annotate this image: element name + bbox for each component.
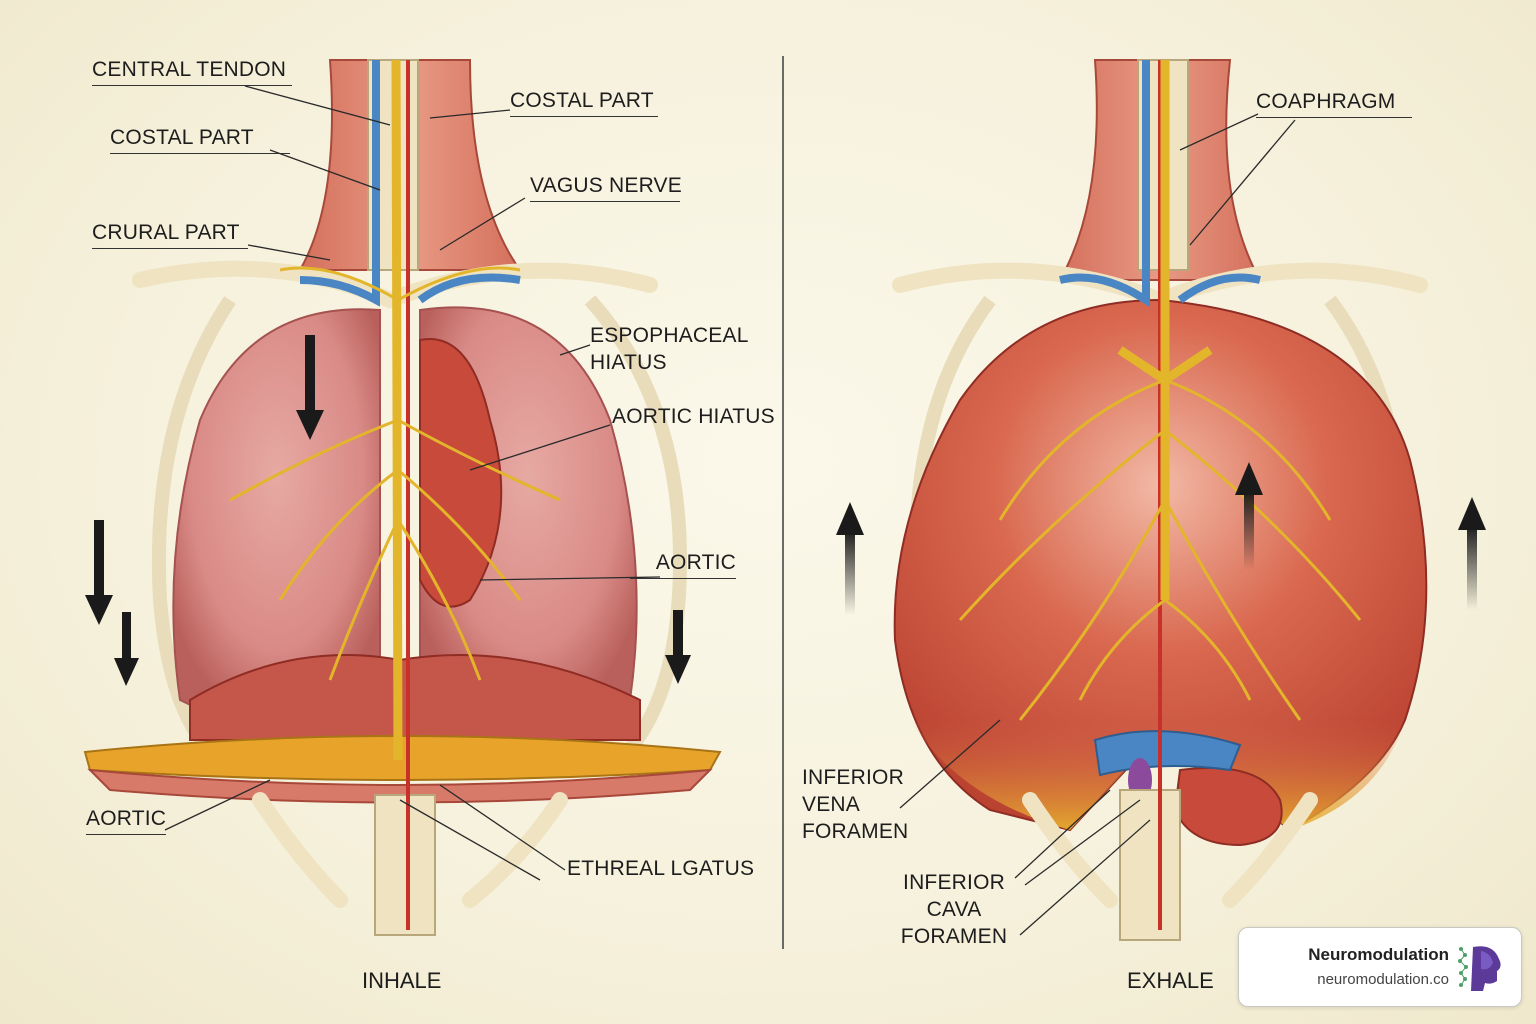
lower-ribs-inhale [252,792,568,908]
brand-url: neuromodulation.co [1317,971,1449,988]
panel-divider [782,56,784,949]
label-costal-part-top: COSTAL PART [510,89,658,117]
clavicle-inhale [132,260,658,309]
leader-lines-inhale [164,85,661,881]
vena-cava-vessel-right [417,273,521,304]
vagus-nerve-trunk [391,59,403,761]
lumbar-spine-exhale [1119,789,1181,941]
arrow-down-icon [296,335,324,440]
label-vagus-nerve: VAGUS NERVE [530,174,682,202]
label-costal-part-left: COSTAL PART [110,126,290,154]
brand-badge[interactable]: Neuromodulation neuromodulation.co [1238,927,1522,1007]
stomach [1173,767,1283,847]
caption-inhale: INHALE [362,968,442,993]
heart [419,338,503,608]
central-tendon-band [83,735,722,781]
label-esophageal-hiatus: ESPOPHACEAL HIATUS [590,324,748,374]
arrow-up-icon [1458,497,1486,610]
label-inferior-vena-foramen: INFERIOR VENA FORAMEN [802,766,909,843]
caption-exhale: EXHALE [1127,968,1214,993]
leader-lines-exhale [899,113,1296,936]
brand-name: Neuromodulation [1308,945,1449,964]
inhale-panel [83,59,722,936]
label-inferior-cava-foramen: INFERIOR CAVA FORAMEN [900,871,1008,948]
arrow-down-icon [85,520,113,625]
label-coaphragm: COAPHRAGM [1256,90,1412,118]
lumbar-spine [374,794,436,936]
exhale-panel [836,59,1486,941]
phrenic-branches-exhale [958,378,1362,721]
brain-head-logo-icon [1458,946,1501,991]
label-crural-part: CRURAL PART [92,221,248,249]
label-central-tendon: CENTRAL TENDON [92,58,292,86]
arrow-down-icon [665,610,691,684]
arrow-up-icon [836,502,864,615]
vena-cava-exhale [1059,60,1261,308]
diaphragm-dome-inhale [189,654,641,741]
label-aortic-left: AORTIC [86,807,166,835]
label-aortic-right: AORTIC [630,551,736,579]
lower-ribs-exhale [1022,792,1318,908]
label-aortic-hiatus: AORTIC HIATUS [612,405,775,428]
arrow-up-icon [1235,462,1263,570]
label-ligatus: ETHREAL LGATUS [567,857,755,880]
phrenic-branches-inhale [229,266,561,681]
vena-cava-vessel [299,60,380,307]
arrow-down-icon [114,612,139,686]
